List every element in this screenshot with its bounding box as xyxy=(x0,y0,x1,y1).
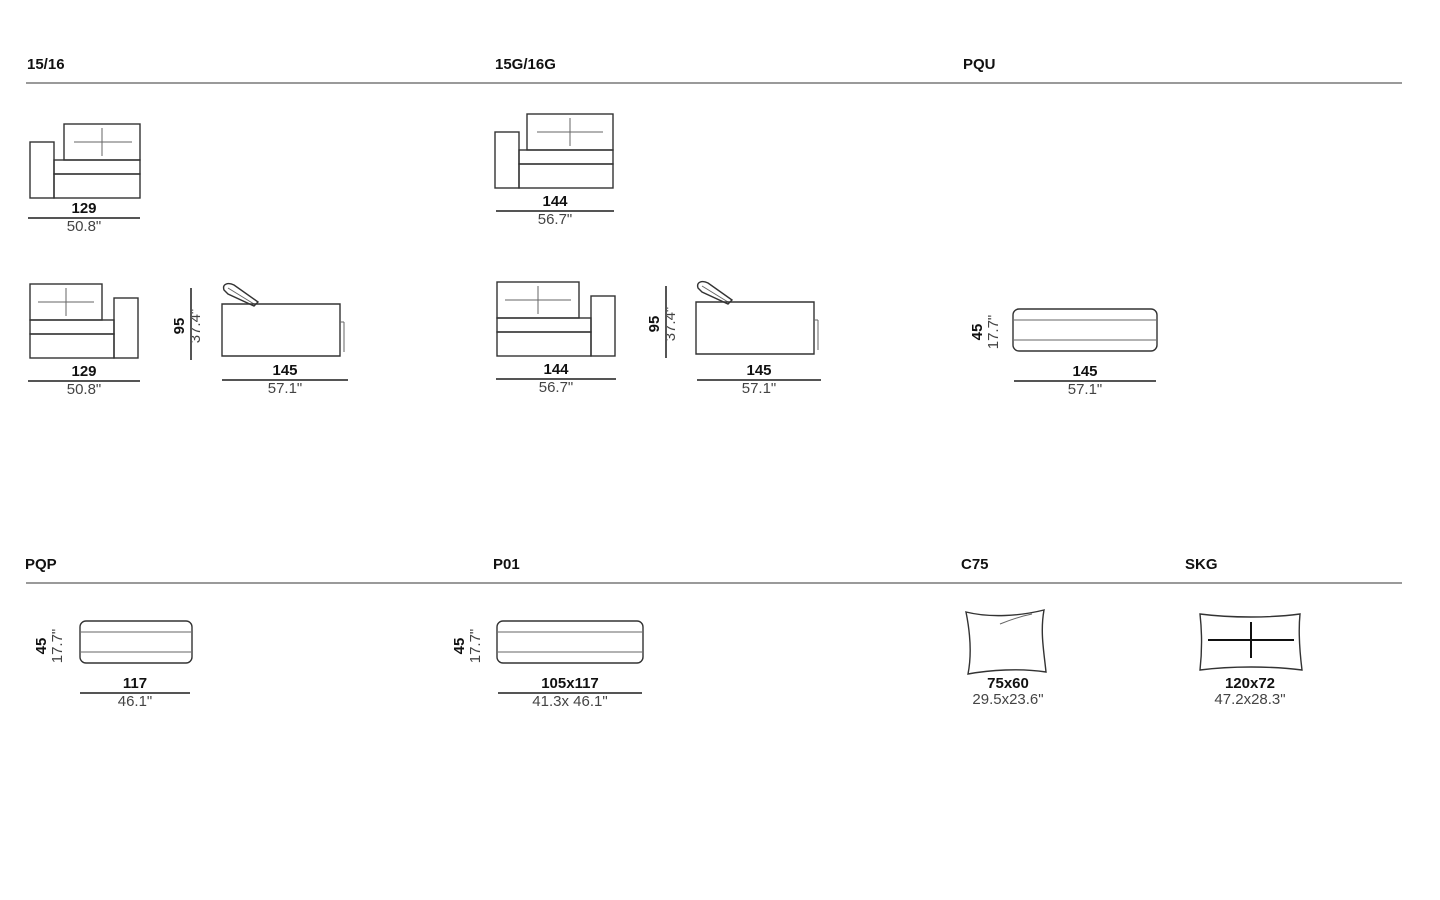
dim-cm: 145 xyxy=(1072,363,1098,380)
dim-inch: 57.1" xyxy=(741,380,777,397)
dim-p01-width: 105x117 41.3x 46.1" xyxy=(498,676,642,710)
dim-15g-width: 144 56.7" xyxy=(496,194,614,228)
dim-p01-height: 45 17.7" xyxy=(448,596,488,696)
section-title-15g-16g: 15G/16G xyxy=(495,56,556,73)
dim-16g-width: 144 56.7" xyxy=(496,362,616,396)
dim-line xyxy=(496,378,616,380)
dim-inch: 17.7" xyxy=(985,314,1002,350)
dim-pqp-height: 45 17.7" xyxy=(30,596,70,696)
dim-inch: 57.1" xyxy=(267,380,303,397)
dim-inch: 56.7" xyxy=(538,379,574,396)
dim-cm: 145 xyxy=(272,362,298,379)
dim-inch: 47.2x28.3" xyxy=(1214,691,1286,708)
dim-cm: 95 xyxy=(171,317,188,335)
dim-cm: 75x60 xyxy=(987,675,1029,692)
dim-cm: 120x72 xyxy=(1224,675,1276,692)
dim-15-height: 95 37.4" xyxy=(168,276,208,376)
dim-line xyxy=(498,692,642,694)
module-15g-front-drawing xyxy=(493,110,615,190)
dim-c75-size: 75x60 29.5x23.6" xyxy=(962,676,1054,708)
section-rule-bottom xyxy=(26,582,1402,584)
dim-inch: 57.1" xyxy=(1067,381,1103,398)
dim-line xyxy=(496,210,614,212)
dim-inch: 17.7" xyxy=(467,628,484,664)
dim-inch: 41.3x 46.1" xyxy=(532,693,608,710)
dim-inch: 17.7" xyxy=(49,628,66,664)
dim-inch: 46.1" xyxy=(117,693,153,710)
dim-cm: 117 xyxy=(122,675,148,692)
dim-15g-height: 95 37.4" xyxy=(643,274,683,374)
dim-cm: 144 xyxy=(542,193,568,210)
dim-15-width: 129 50.8" xyxy=(28,201,140,235)
module-16-front-drawing xyxy=(28,282,143,362)
dim-inch: 50.8" xyxy=(66,381,102,398)
dim-line xyxy=(222,379,348,381)
module-15-front-drawing xyxy=(28,120,143,200)
dim-cm: 45 xyxy=(33,637,50,655)
pouf-pqp-drawing xyxy=(77,618,195,668)
module-15-side-drawing xyxy=(218,282,350,362)
dim-cm: 95 xyxy=(646,315,663,333)
pouf-pqu-drawing xyxy=(1010,306,1160,356)
section-title-pqu: PQU xyxy=(963,56,996,73)
dim-inch: 29.5x23.6" xyxy=(972,691,1044,708)
dim-cm: 129 xyxy=(71,363,97,380)
pouf-p01-drawing xyxy=(494,618,646,668)
dim-skg-size: 120x72 47.2x28.3" xyxy=(1200,676,1300,708)
section-title-skg: SKG xyxy=(1185,556,1218,573)
dim-cm: 45 xyxy=(451,637,468,655)
dim-line-vertical xyxy=(190,288,192,360)
cushion-c75-drawing xyxy=(960,606,1052,678)
section-title-15-16: 15/16 xyxy=(27,56,65,73)
module-15g-side-drawing xyxy=(692,280,824,360)
section-rule-top xyxy=(26,82,1402,84)
dim-line-vertical xyxy=(665,286,667,358)
dim-line xyxy=(28,380,140,382)
dim-line xyxy=(80,692,190,694)
dim-cm: 129 xyxy=(71,200,97,217)
dim-line xyxy=(28,217,140,219)
dim-16-width: 129 50.8" xyxy=(28,364,140,398)
dim-15-depth: 145 57.1" xyxy=(222,363,348,397)
dim-pqp-width: 117 46.1" xyxy=(80,676,190,710)
dim-inch: 50.8" xyxy=(66,218,102,235)
dim-cm: 105x117 xyxy=(541,675,599,692)
dim-cm: 145 xyxy=(746,362,772,379)
dim-cm: 144 xyxy=(543,361,569,378)
section-title-c75: C75 xyxy=(961,556,989,573)
cushion-skg-drawing xyxy=(1196,610,1306,674)
dim-line xyxy=(697,379,821,381)
dim-cm: 45 xyxy=(969,323,986,341)
section-title-pqp: PQP xyxy=(25,556,57,573)
dim-line xyxy=(1014,380,1156,382)
dim-inch: 56.7" xyxy=(537,211,573,228)
section-title-p01: P01 xyxy=(493,556,520,573)
module-16g-front-drawing xyxy=(495,280,620,360)
dim-15g-depth: 145 57.1" xyxy=(697,363,821,397)
dim-pqu-height: 45 17.7" xyxy=(966,282,1006,382)
dim-pqu-width: 145 57.1" xyxy=(1014,364,1156,398)
